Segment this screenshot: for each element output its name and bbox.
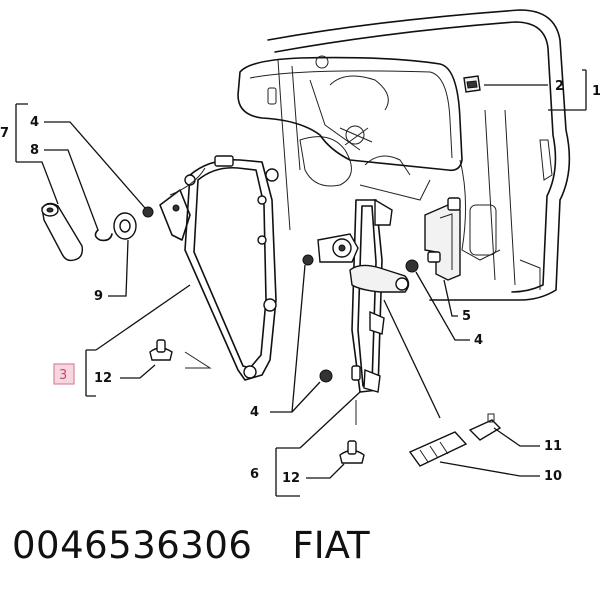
label-8: 8 [30,143,39,158]
label-10: 10 [544,469,562,484]
window-crank-handle [41,202,84,262]
label-4-bottom: 4 [250,405,259,420]
nuts [142,206,419,383]
label-4-topleft: 4 [30,115,39,130]
exploded-parts-diagram: 1 2 7 4 8 9 3 12 4 6 12 5 4 11 10 [0,9,600,497]
label-12-left: 12 [94,371,112,386]
label-1: 1 [592,84,600,99]
arm-window-regulator [317,198,410,393]
label-9: 9 [94,289,103,304]
label-12-bottom: 12 [282,471,300,486]
door-frame [267,9,571,301]
bushing [113,212,137,240]
electrical-connector [408,431,468,467]
part-number: 0046536306 [12,524,253,567]
leader-lines [15,69,587,497]
label-6: 6 [250,467,259,482]
label-5: 5 [462,309,471,324]
bracket-part-5 [424,197,461,281]
pins [149,339,365,464]
clip-part-2 [463,75,481,93]
callout-labels: 1 2 7 4 8 9 3 12 4 6 12 5 4 11 10 [0,79,600,486]
cable-window-regulator [159,155,279,381]
label-11: 11 [544,439,562,454]
label-2: 2 [555,79,564,94]
brand-name: FIAT [292,524,370,567]
part-info-footer: 0046536306 FIAT [12,524,370,574]
label-7: 7 [0,126,9,141]
highlight-callout-3 [53,363,75,385]
window-glass [237,55,463,172]
label-4-right: 4 [474,333,483,348]
terminal [468,413,502,441]
retaining-clip [94,229,113,242]
label-3: 3 [59,368,67,383]
